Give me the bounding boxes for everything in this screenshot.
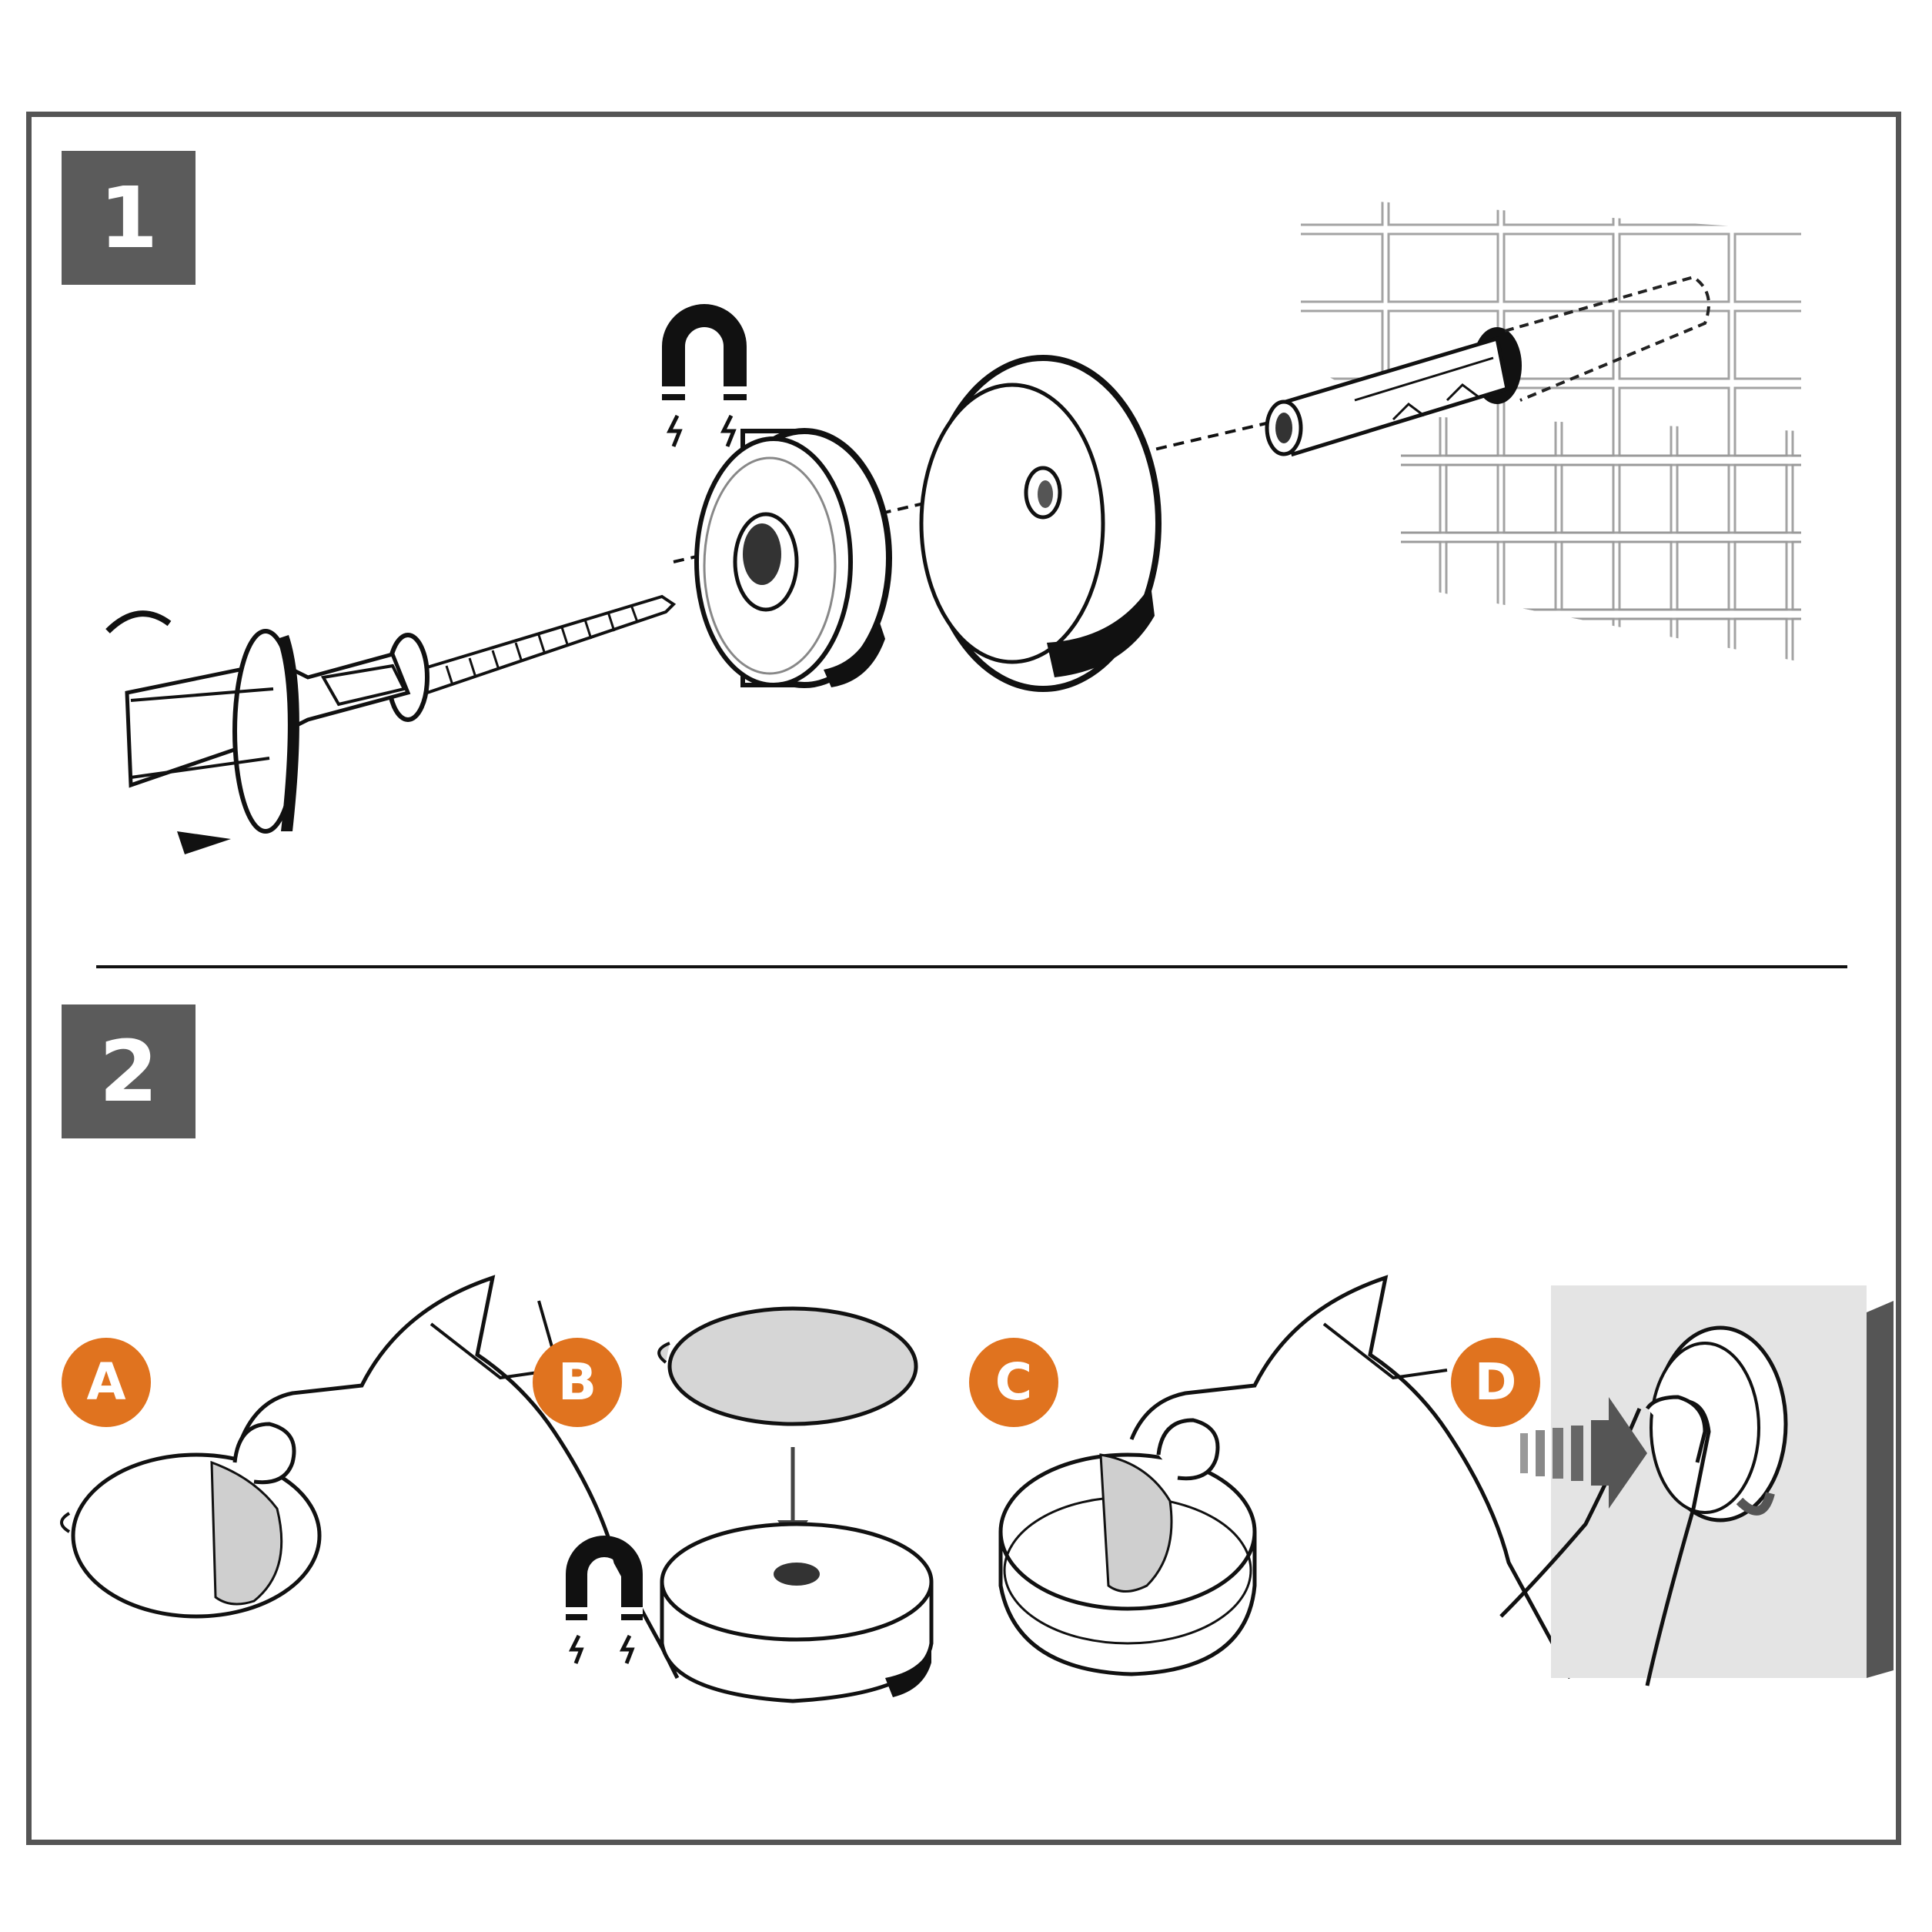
step-1-label: 1: [62, 151, 196, 285]
magnet-icon: [662, 304, 747, 446]
substep-b-badge: B: [533, 1338, 622, 1427]
substep-d-badge: D: [1451, 1338, 1540, 1427]
substep-a-art: [62, 1278, 677, 1678]
push-arrow: [1520, 1397, 1647, 1509]
brick-wall: [1301, 196, 1801, 662]
ring-magnet: [697, 431, 889, 687]
magnet-icon: [566, 1536, 643, 1663]
section-divider: [96, 965, 1847, 968]
instruction-frame: [26, 112, 1901, 1845]
substep-c-badge: C: [969, 1338, 1058, 1427]
cup-holder: [921, 358, 1158, 689]
substep-d-art: [1501, 1285, 1894, 1686]
hand: [1131, 1278, 1570, 1678]
substep-b-art: [566, 1309, 931, 1701]
substep-a-badge: A: [62, 1338, 151, 1427]
screwdriver-icon: [108, 613, 408, 854]
hand: [239, 1278, 677, 1678]
wall-plug: [1267, 339, 1507, 454]
step-2-label: 2: [62, 1004, 196, 1138]
substep-c-art: [1001, 1278, 1570, 1678]
screw-icon: [389, 597, 674, 720]
